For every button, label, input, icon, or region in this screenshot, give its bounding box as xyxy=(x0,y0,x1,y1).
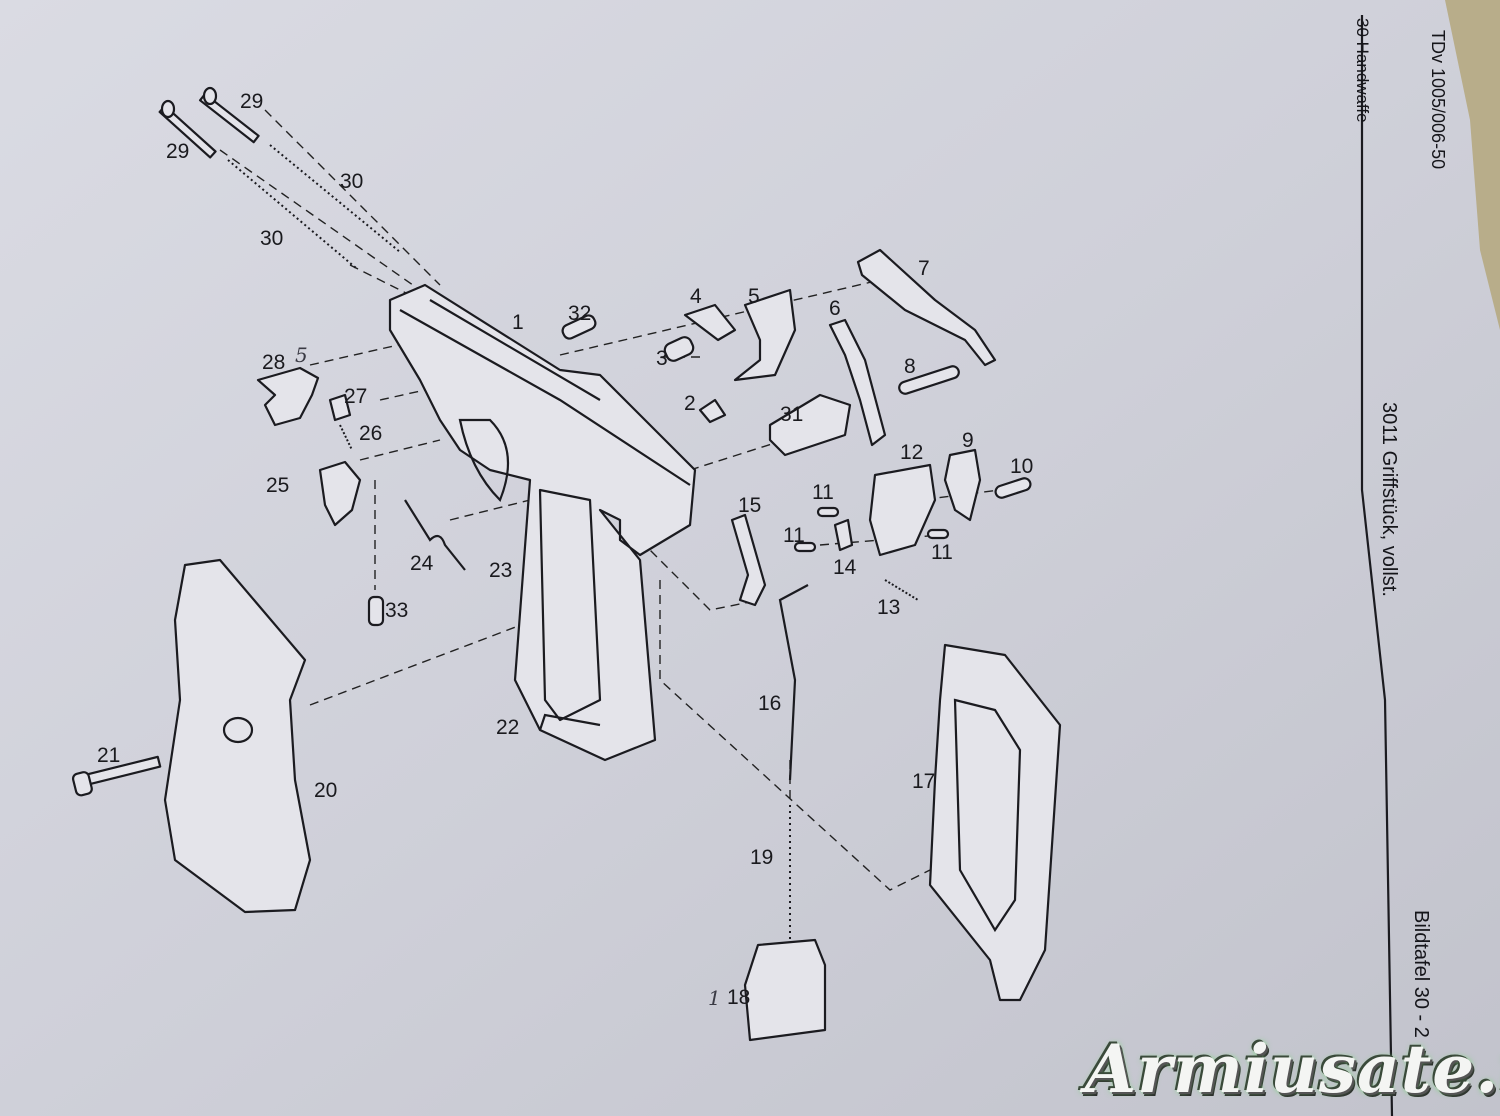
label-17: 17 xyxy=(912,770,935,793)
label-15: 15 xyxy=(738,494,761,517)
pin-29-upper xyxy=(198,86,260,144)
sear-15 xyxy=(730,513,767,607)
handwritten-mark-1: 1 xyxy=(708,986,721,1010)
label-25: 25 xyxy=(266,474,289,497)
label-5: 5 xyxy=(748,285,760,308)
screw-21 xyxy=(71,755,162,797)
label-30: 30 xyxy=(340,170,363,193)
label-26: 26 xyxy=(359,422,382,445)
pin-11c xyxy=(926,528,950,540)
lever-25 xyxy=(318,460,362,527)
label-27: 27 xyxy=(344,385,367,408)
spring-13 xyxy=(884,579,919,601)
hammer-12 xyxy=(868,463,937,557)
label-4: 4 xyxy=(690,285,702,308)
label-11: 11 xyxy=(783,524,805,547)
label-24: 24 xyxy=(410,552,434,575)
table-corner xyxy=(1445,0,1500,330)
label-11: 11 xyxy=(931,541,953,564)
label-29: 29 xyxy=(240,90,263,113)
label-29: 29 xyxy=(166,140,189,163)
assembly-lines xyxy=(219,109,1001,891)
pin-11b xyxy=(793,541,817,553)
block-31 xyxy=(768,393,852,457)
lever-7 xyxy=(856,248,997,367)
grip-panel-17 xyxy=(928,643,1062,1002)
label-1: 1 xyxy=(512,311,524,334)
pin-32 xyxy=(561,314,597,340)
label-3: 3 xyxy=(656,347,668,370)
spring-4 xyxy=(683,303,737,342)
pin-33 xyxy=(367,595,385,627)
part-number-labels: 29 29 30 30 1 32 4 5 3 7 6 8 28 5 27 2 3… xyxy=(97,90,1033,1010)
label-20: 20 xyxy=(314,779,337,802)
label-18: 18 xyxy=(727,986,750,1009)
rod-16 xyxy=(778,584,809,781)
bushing-3 xyxy=(663,336,695,362)
label-21: 21 xyxy=(97,744,120,767)
grip-screw-hole xyxy=(222,716,254,744)
label-16: 16 xyxy=(758,692,781,715)
label-12: 12 xyxy=(900,441,923,464)
frame-part-1 xyxy=(388,283,697,762)
label-22: 22 xyxy=(496,716,519,739)
catch-28 xyxy=(256,366,320,427)
spring-26 xyxy=(339,424,353,451)
pin-10 xyxy=(994,477,1032,499)
label-9: 9 xyxy=(962,429,974,452)
label-31: 31 xyxy=(780,403,803,426)
label-7: 7 xyxy=(918,257,930,280)
label-28: 28 xyxy=(262,351,285,374)
plate-number: Bildtafel 30 - 2 xyxy=(1410,910,1432,1038)
part-14 xyxy=(833,518,854,552)
trigger-5 xyxy=(733,288,797,382)
label-10: 10 xyxy=(1010,455,1033,478)
label-8: 8 xyxy=(904,355,916,378)
label-19: 19 xyxy=(750,846,773,869)
label-2: 2 xyxy=(684,392,696,415)
block-18 xyxy=(743,938,827,1042)
spring-24 xyxy=(404,499,466,571)
label-14: 14 xyxy=(833,556,857,579)
label-6: 6 xyxy=(829,297,841,320)
label-30: 30 xyxy=(260,227,283,250)
pin-11a xyxy=(816,506,840,518)
label-13: 13 xyxy=(877,596,900,619)
spring-30-upper xyxy=(269,144,401,253)
label-11: 11 xyxy=(812,481,834,504)
sheet-border-line xyxy=(1360,15,1394,1116)
spring-2 xyxy=(698,398,727,424)
watermark-logo: Armiusate.it xyxy=(1085,1030,1500,1108)
label-32: 32 xyxy=(568,302,591,325)
label-23: 23 xyxy=(489,559,512,582)
bar-6 xyxy=(828,318,887,447)
label-33: 33 xyxy=(385,599,408,622)
plunger-27 xyxy=(328,393,352,422)
pin-29-lower xyxy=(158,99,217,159)
grip-panel-17-inner xyxy=(953,698,1022,933)
handwritten-mark-5: 5 xyxy=(295,343,308,367)
section-title: 30 Handwaffe xyxy=(1353,18,1372,123)
pin-8 xyxy=(898,365,960,395)
plate-9 xyxy=(943,448,982,522)
document-number: TDv 1005/006-50 xyxy=(1428,30,1448,170)
plate-title: 3011 Griffstück, vollst. xyxy=(1378,402,1400,597)
